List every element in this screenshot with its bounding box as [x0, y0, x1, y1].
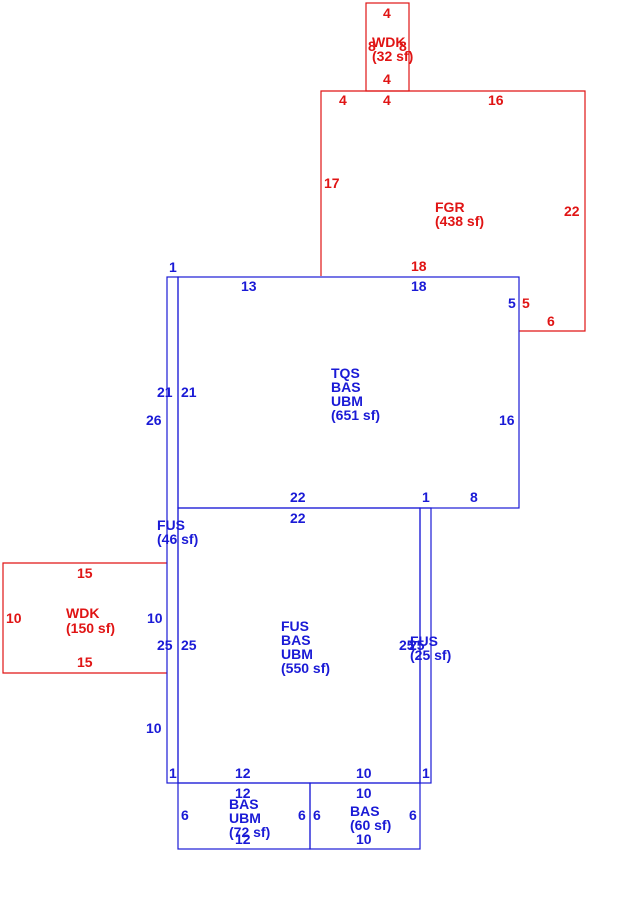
- fgr-dim-bottom: 18: [411, 258, 427, 274]
- fgr-area: (438 sf): [435, 213, 484, 229]
- fgr-dim-top-right: 16: [488, 92, 504, 108]
- fgr-dim-left: 17: [324, 175, 340, 191]
- bas-outline: [309, 782, 421, 850]
- fus-main-dim-corner-left: 1: [169, 765, 177, 781]
- wdk-top-dim-top: 4: [383, 5, 391, 21]
- bas-dims: 10 6 6 10: [313, 785, 417, 847]
- bas-ubm-dims: 12 6 6 12: [181, 785, 306, 847]
- wdk-top-dim-right: 8: [399, 38, 407, 54]
- fus-right-name: FUS: [410, 633, 438, 649]
- wdk-left-dim-bottom: 15: [77, 654, 93, 670]
- fgr-dim-top-mid: 4: [383, 92, 391, 108]
- tqs-area: (651 sf): [331, 407, 380, 423]
- fus-main-dim-strip-left: 10: [146, 720, 162, 736]
- wdk-left-dim-top: 15: [77, 565, 93, 581]
- fus-right-label: FUS (25 sf): [410, 633, 451, 663]
- tqs-line-1: TQS: [331, 365, 360, 381]
- bas-dim-bottom: 10: [356, 831, 372, 847]
- fus-main-dim-corner-right: 1: [422, 765, 430, 781]
- bas-ubm-label: BAS UBM (72 sf): [229, 796, 270, 840]
- bas-dim-left: 6: [313, 807, 321, 823]
- tqs-dim-step: 5: [508, 295, 516, 311]
- fgr-dim-bottom-right: 6: [547, 313, 555, 329]
- wdk-left-dim-right: 10: [147, 610, 163, 626]
- tqs-dim-right: 16: [499, 412, 515, 428]
- tqs-dim-top-right: 18: [411, 278, 427, 294]
- fgr-dim-top-left: 4: [339, 92, 347, 108]
- fgr-dims: 4 4 16 17 22 18 5 6: [324, 92, 580, 329]
- tqs-dims: 1 13 18 21 21 26 5 16 22 1 8: [146, 259, 516, 505]
- tqs-dim-strip-top: 1: [169, 259, 177, 275]
- bas-ubm-dim-bottom: 12: [235, 831, 251, 847]
- bas-dim-right: 6: [409, 807, 417, 823]
- wdk-left-dim-left: 10: [6, 610, 22, 626]
- bas-area: (60 sf): [350, 817, 391, 833]
- fgr-dim-step: 5: [522, 295, 530, 311]
- wdk-left-name: WDK: [66, 605, 99, 621]
- fus-right-area: (25 sf): [410, 647, 451, 663]
- tqs-dim-top-left: 13: [241, 278, 257, 294]
- fus-main-label: FUS BAS UBM (550 sf): [281, 618, 330, 676]
- fus-main-area: (550 sf): [281, 660, 330, 676]
- fgr-name: FGR: [435, 199, 465, 215]
- fus-right-dim: 25: [409, 637, 425, 653]
- wdk-top-label: WDK (32 sf): [372, 34, 413, 64]
- bas-ubm-area: (72 sf): [229, 824, 270, 840]
- wdk-left-outline: [2, 562, 167, 674]
- tqs-dim-bottom-right: 8: [470, 489, 478, 505]
- tqs-dim-strip-left: 26: [146, 412, 162, 428]
- bas-ubm-dim-left: 6: [181, 807, 189, 823]
- tqs-line-3: UBM: [331, 393, 363, 409]
- fus-main-dims: 22 25 25 10 1 12 10 1 25: [146, 510, 430, 781]
- tqs-dim-bottom-notch: 1: [422, 489, 430, 505]
- wdk-left-area: (150 sf): [66, 620, 115, 636]
- wdk-top-area: (32 sf): [372, 48, 413, 64]
- wdk-top-dim-bottom: 4: [383, 71, 391, 87]
- tqs-line-2: BAS: [331, 379, 361, 395]
- wdk-top-name: WDK: [372, 34, 405, 50]
- fus-strip-label: FUS (46 sf): [157, 517, 198, 547]
- fgr-dim-right: 22: [564, 203, 580, 219]
- fus-main-dim-right: 25: [399, 637, 415, 653]
- bas-ubm-dim-top: 12: [235, 785, 251, 801]
- tqs-label: TQS BAS UBM (651 sf): [331, 365, 380, 423]
- wdk-left-label: WDK (150 sf): [66, 605, 115, 636]
- fus-main-dim-left-inner: 25: [181, 637, 197, 653]
- fus-main-line-1: FUS: [281, 618, 309, 634]
- fus-main-line-2: BAS: [281, 632, 311, 648]
- wdk-left-dims: 15 10 15: [6, 565, 93, 670]
- bas-ubm-line-1: BAS: [229, 796, 259, 812]
- bas-ubm-dim-right: 6: [298, 807, 306, 823]
- fus-main-line-3: UBM: [281, 646, 313, 662]
- fus-main-dim-top: 22: [290, 510, 306, 526]
- tqs-dim-left-outer: 21: [157, 384, 173, 400]
- wdk-top-dim-left: 8: [368, 38, 376, 54]
- fgr-label: FGR (438 sf): [435, 199, 484, 229]
- bas-ubm-line-2: UBM: [229, 810, 261, 826]
- bas-line-1: BAS: [350, 803, 380, 819]
- fus-main-dim-bottom-left: 12: [235, 765, 251, 781]
- fus-main-dim-left-outer: 25: [157, 637, 173, 653]
- tqs-dim-bottom: 22: [290, 489, 306, 505]
- tqs-dim-left-inner: 21: [181, 384, 197, 400]
- wdk-top-dims: 4 8 8 4: [368, 5, 407, 87]
- fus-strip-area: (46 sf): [157, 531, 198, 547]
- fus-main-dim-bottom-right: 10: [356, 765, 372, 781]
- bas-label: BAS (60 sf): [350, 803, 391, 833]
- fus-right-outline: [419, 507, 432, 784]
- fgr-outline: [320, 90, 586, 332]
- bas-dim-top: 10: [356, 785, 372, 801]
- fus-strip-name: FUS: [157, 517, 185, 533]
